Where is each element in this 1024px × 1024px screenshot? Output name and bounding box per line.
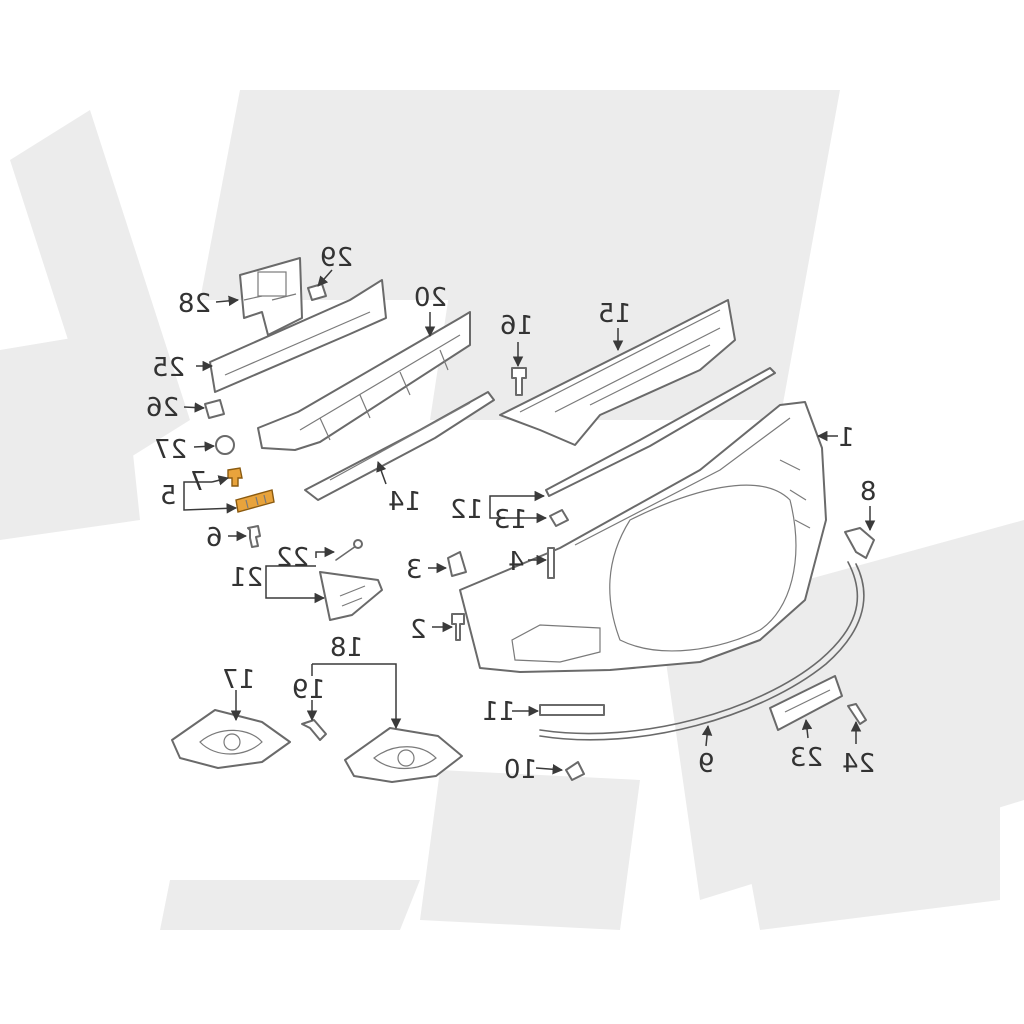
part-3-clip [447, 551, 467, 577]
part-20-absorber [257, 311, 471, 451]
part-15-grille [499, 299, 736, 446]
callout-25: 25 [152, 353, 185, 383]
callout-11: 11 [482, 697, 515, 727]
part-28-bracket [239, 257, 303, 336]
callout-15: 15 [598, 299, 631, 329]
part-1-bumper-cover [459, 401, 827, 673]
part-9-lower-lip [539, 561, 865, 741]
callout-28: 28 [178, 289, 211, 319]
part-27-clip [215, 435, 235, 455]
part-16-fastener [511, 367, 527, 396]
callout-4: 4 [508, 547, 525, 577]
part-12-upper-strip [545, 367, 776, 497]
part-23-plate-bracket [769, 675, 843, 731]
callout-8: 8 [860, 477, 877, 507]
part-11-reflector [539, 704, 605, 716]
callout-29: 29 [320, 243, 353, 273]
callout-18: 18 [330, 633, 363, 663]
callout-21: 21 [230, 563, 263, 593]
leader-lines [183, 269, 876, 775]
callout-1: 1 [838, 423, 855, 453]
callout-2: 2 [410, 615, 427, 645]
callout-10: 10 [504, 755, 537, 785]
callout-7: 7 [190, 467, 207, 497]
callout-14: 14 [388, 487, 421, 517]
part-24-bolt [847, 703, 867, 725]
callout-17: 17 [222, 665, 255, 695]
part-5-bracket-highlight [235, 489, 275, 513]
callout-labels: 1 2 3 4 5 6 7 8 9 10 11 12 13 14 15 16 1… [146, 243, 877, 785]
part-29-nut [307, 283, 327, 301]
callout-3: 3 [406, 555, 423, 585]
part-6-screw [247, 525, 261, 548]
part-25-reinforcement-bar [209, 279, 387, 393]
callout-24: 24 [842, 749, 875, 779]
callout-6: 6 [206, 523, 223, 553]
part-8-bracket [844, 527, 875, 559]
part-21-side-bracket [319, 571, 383, 621]
callout-16: 16 [500, 311, 533, 341]
part-2-bolt [451, 613, 465, 641]
part-13-clip [549, 509, 569, 527]
callout-13: 13 [494, 505, 527, 535]
callout-27: 27 [154, 435, 187, 465]
callout-5: 5 [160, 481, 177, 511]
part-19-screw [301, 719, 327, 741]
part-10-clip [565, 761, 585, 781]
part-22-wiring [335, 539, 363, 561]
callout-20: 20 [414, 283, 447, 313]
callout-19: 19 [292, 675, 325, 705]
part-26-bolt [204, 399, 225, 419]
part-18-fog-lamp [344, 727, 463, 783]
callout-23: 23 [790, 743, 823, 773]
part-4-stud [547, 547, 555, 579]
callout-26: 26 [146, 393, 179, 423]
callout-22: 22 [276, 543, 309, 573]
part-14-lower-trim [304, 391, 495, 501]
callout-9: 9 [698, 749, 715, 779]
part-7-fastener-highlight [227, 467, 243, 487]
callout-12: 12 [450, 495, 483, 525]
part-17-fog-lamp [171, 709, 291, 769]
